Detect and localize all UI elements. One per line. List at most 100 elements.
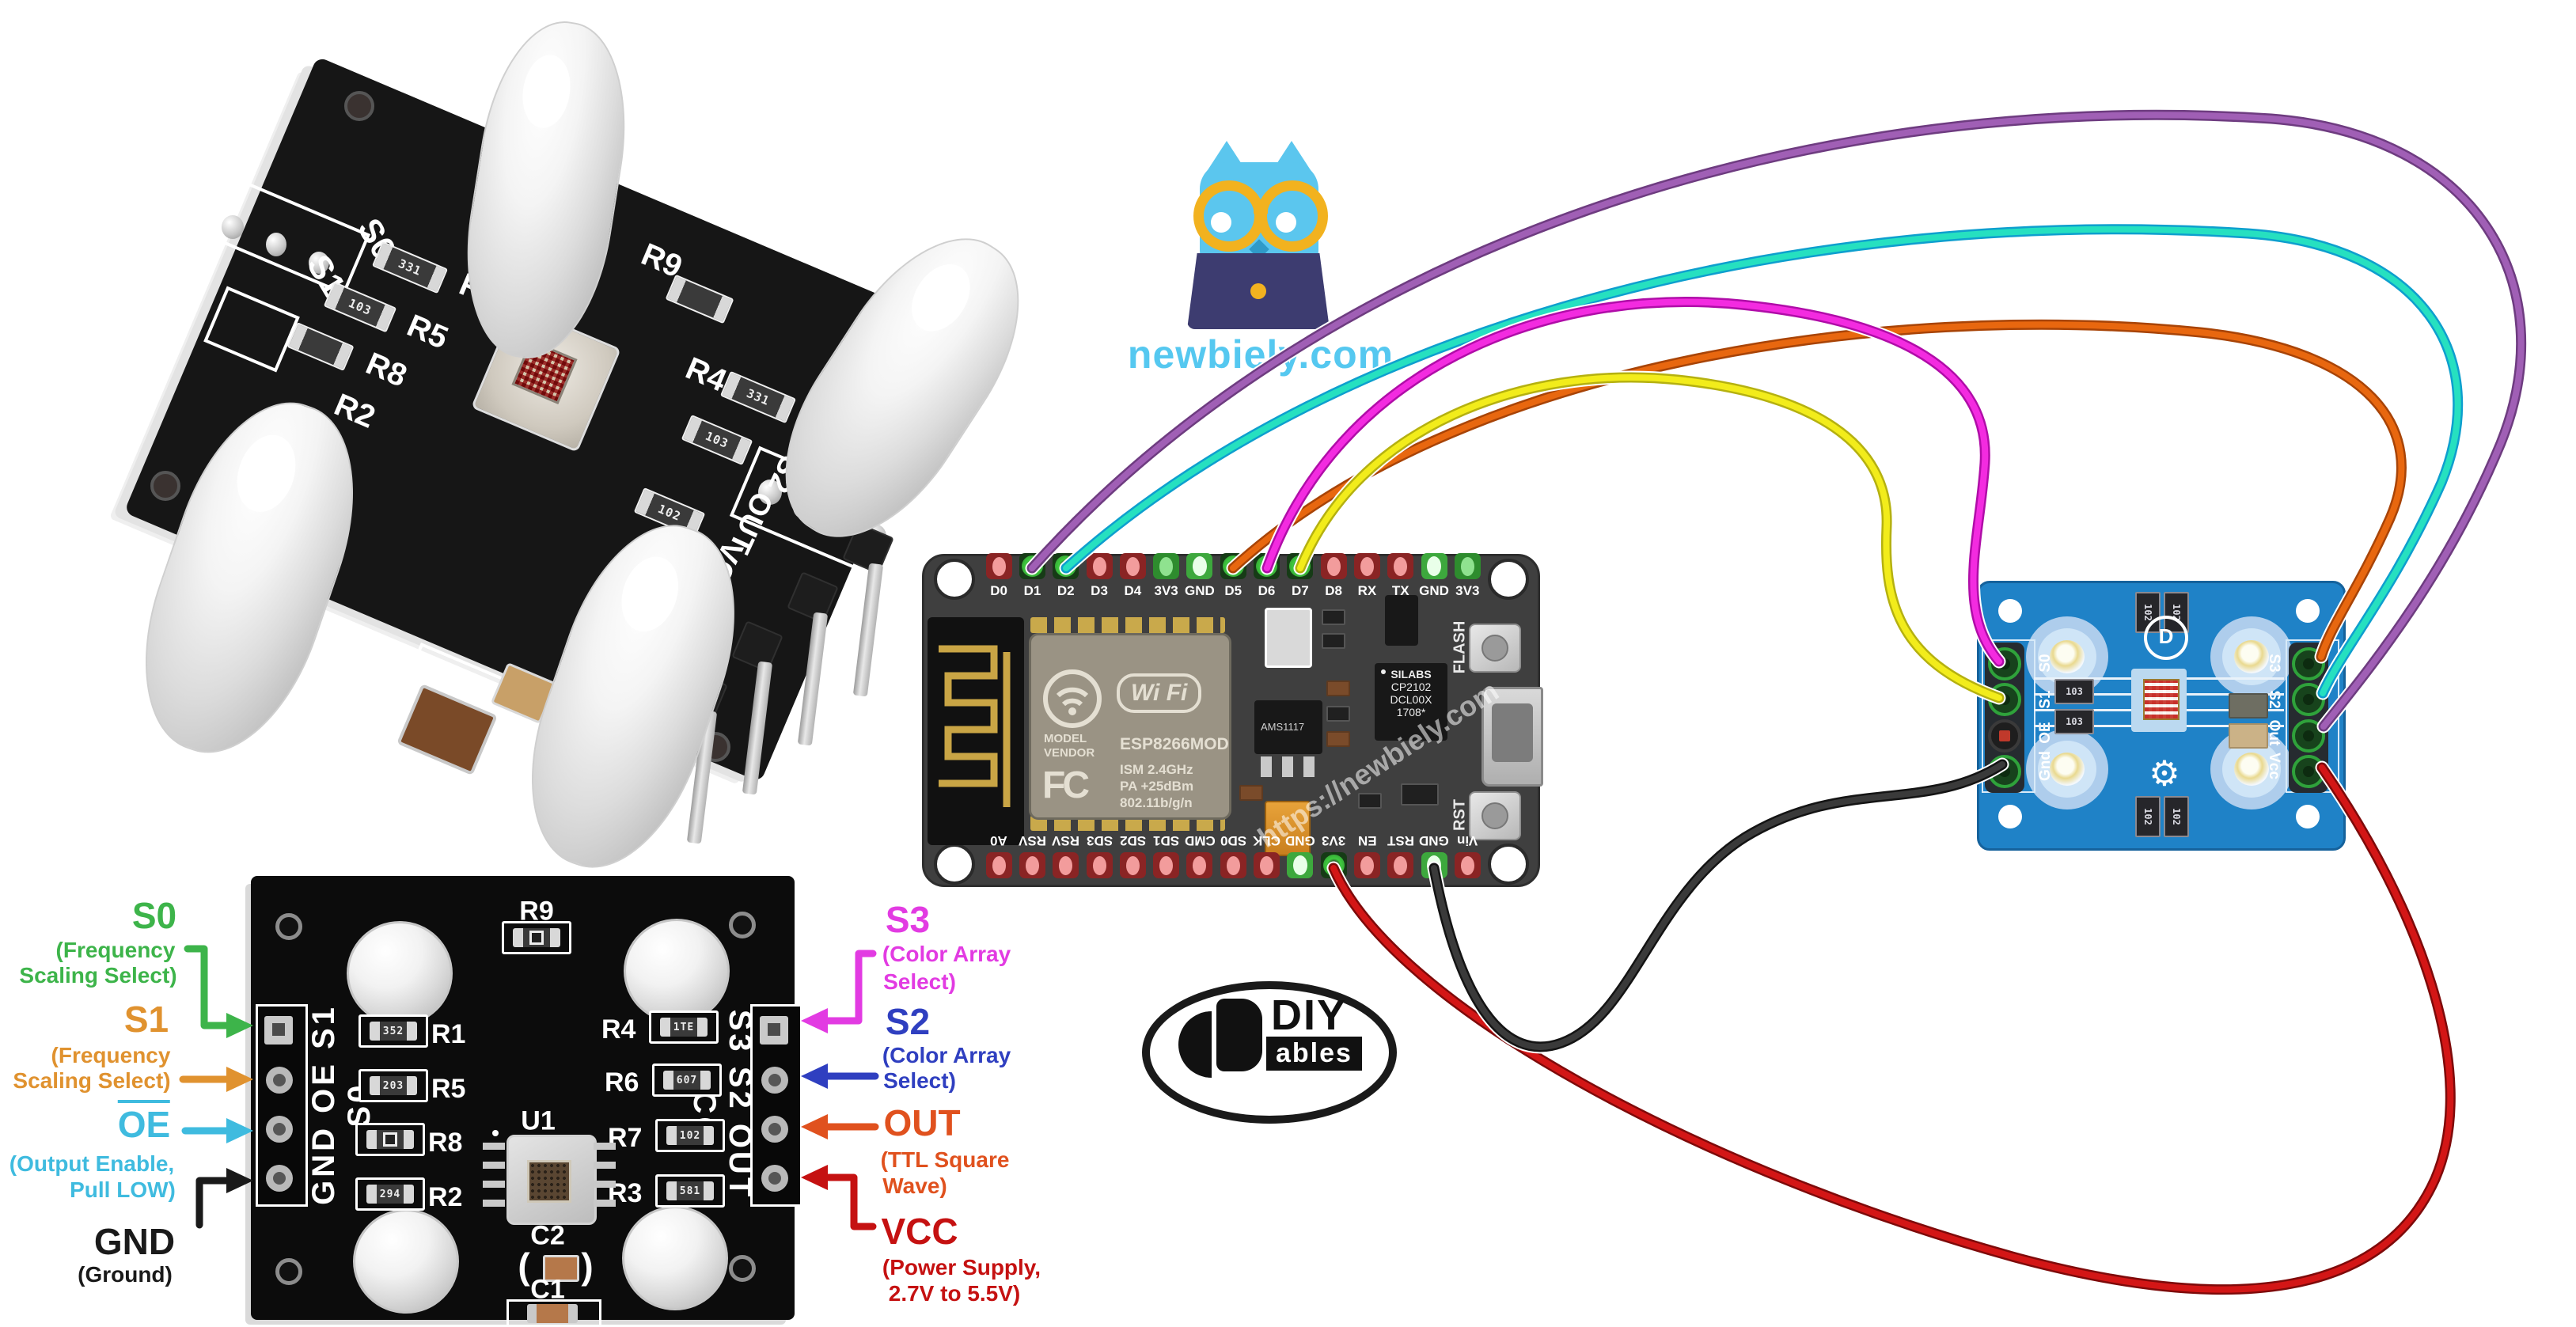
resistor-value: 102	[679, 1129, 701, 1142]
chip-leg	[1303, 756, 1315, 777]
esp-pin-pad	[1387, 852, 1414, 878]
pin-label-oe: OE	[117, 1100, 171, 1145]
esp-mount-hole	[934, 844, 975, 885]
resistor-value: 103	[346, 295, 374, 319]
pin-desc: 2.7V to 5.5V)	[888, 1281, 1021, 1306]
esp-pin-pad	[1421, 852, 1447, 878]
esp-pin: D0	[982, 553, 1015, 599]
owl-eye-icon	[1276, 212, 1296, 233]
photo-mount-hole	[150, 471, 180, 501]
esp-pin-pad	[1254, 852, 1280, 878]
pinout-pin-oe	[266, 1116, 293, 1143]
shield-chip-name: ESP8266MOD	[1120, 735, 1229, 753]
c2-paren-left: (	[518, 1245, 530, 1287]
module-smd: 103	[2054, 709, 2094, 734]
pcb-trace	[2186, 677, 2284, 680]
esp-pin-pad	[1320, 553, 1347, 579]
esp-pin-label: EN	[1357, 833, 1377, 848]
esp-pin-label: 3V3	[1321, 833, 1346, 848]
pinout-resistor-r4: 1TE	[649, 1010, 719, 1044]
pinout-mount-hole	[275, 913, 302, 940]
smd-value: 103	[2066, 686, 2083, 697]
pinout-label-r5: R5	[431, 1074, 466, 1104]
module-pin-out	[2292, 718, 2325, 753]
diyables-diy-text: DIY	[1271, 991, 1348, 1039]
arrowhead-s1	[226, 1067, 253, 1092]
pin-desc: Select)	[883, 969, 956, 994]
esp-mount-hole	[934, 559, 975, 600]
module-pin-vcc	[2292, 755, 2325, 789]
esp-bottom-pin-row: A0 RSV RSV SD3 SD2 S	[982, 832, 1484, 878]
pinout-mount-hole	[729, 912, 756, 938]
esp-pin-pad	[1254, 553, 1280, 579]
esp-pin: CLK	[1250, 832, 1283, 878]
smd-value: 103	[2066, 716, 2083, 727]
solder-blob	[222, 215, 244, 239]
solder-blob	[309, 252, 329, 274]
arrow-vcc	[822, 1173, 877, 1230]
esp-pin: 3V3	[1317, 832, 1350, 878]
esp-pin-pad	[1019, 852, 1045, 878]
module-pin-s2	[2292, 683, 2325, 717]
esp-pin-label: CLK	[1253, 833, 1280, 848]
esp-antenna-area	[928, 617, 1024, 845]
pin-desc: (Output Enable,	[9, 1151, 175, 1176]
solder-blob	[266, 233, 286, 256]
esp-pin-label: D4	[1124, 583, 1142, 598]
pinout-mount-hole	[275, 1258, 302, 1285]
chip-leg	[594, 1162, 616, 1169]
esp-pin: RST	[1384, 832, 1417, 878]
arrowhead-oe	[226, 1118, 253, 1143]
esp-pin: CMD	[1183, 832, 1216, 878]
pinout-resistor-r7: 102	[655, 1119, 725, 1152]
module-pin-s0	[1988, 646, 2021, 681]
pinout-pin-out	[761, 1116, 788, 1143]
pinout-pin-s0	[264, 1016, 293, 1045]
module-mount-hole	[2296, 805, 2320, 828]
esp-pin-pad	[1053, 553, 1079, 579]
header-pin	[852, 563, 884, 697]
antenna-icon	[939, 645, 1011, 807]
chip-leg	[483, 1162, 505, 1169]
resistor-value: 331	[396, 256, 424, 279]
flash-button	[1469, 624, 1521, 673]
pinout-label-r8: R8	[428, 1128, 463, 1158]
esp-pin-label: A0	[990, 833, 1008, 848]
esp-pin: D3	[1083, 553, 1116, 599]
smd-transistor	[1385, 595, 1418, 646]
arrowhead-s0	[226, 1013, 253, 1038]
esp-pin: D7	[1284, 553, 1317, 599]
smd-part	[1326, 681, 1350, 696]
chip-leg	[594, 1200, 616, 1207]
pin-label-s2: S2	[885, 1001, 931, 1042]
pinout-pin-s3	[760, 1016, 788, 1045]
regulator-label: AMS1117	[1261, 721, 1305, 733]
esp-pin: RSV	[1015, 832, 1049, 878]
shield-vendor: VENDOR	[1044, 746, 1095, 760]
esp-pin-pad	[1053, 852, 1079, 878]
c2-paren-right: )	[581, 1245, 594, 1287]
esp-pin-pad	[1320, 852, 1347, 878]
esp-pin-pad	[1353, 852, 1380, 878]
diyables-icon-block	[1216, 999, 1262, 1071]
module-smd: 103	[2054, 679, 2094, 704]
pin-desc: Select)	[883, 1068, 956, 1093]
arrowhead-s3	[801, 1008, 828, 1033]
gear-icon: ⚙	[2149, 754, 2180, 794]
esp-pin: RX	[1350, 553, 1383, 599]
module-pin-gnd	[1988, 755, 2021, 789]
module-silk-s3: S3	[2266, 654, 2282, 673]
resistor-value: 331	[744, 385, 772, 409]
shield-ism: ISM 2.4GHz	[1120, 762, 1193, 777]
pinout-resistor-r1: 352	[359, 1014, 428, 1048]
esp-pin-label: D8	[1325, 583, 1342, 598]
module-silk-s0: S0	[2037, 654, 2054, 673]
smd-part	[1322, 609, 1345, 625]
brand-circle-icon: D	[2144, 616, 2188, 660]
esp-pin-label: Vin	[1457, 833, 1478, 848]
esp-pin-pad	[1353, 553, 1380, 579]
module-smd: 102	[2135, 796, 2161, 837]
esp-pin: SD1	[1149, 832, 1182, 878]
smd-part	[1358, 793, 1382, 809]
shield-standard: 802.11b/g/n	[1120, 795, 1193, 810]
